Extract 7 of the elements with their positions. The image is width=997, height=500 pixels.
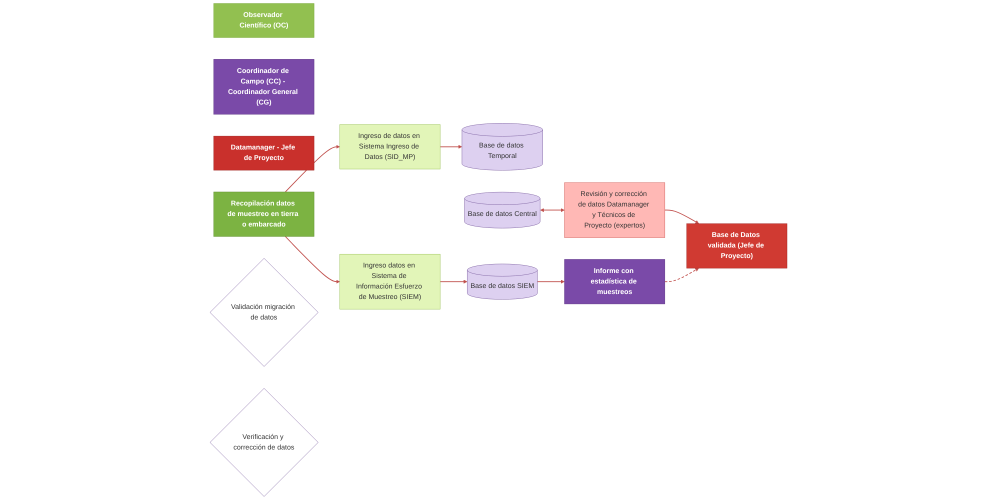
arrow (536, 280, 565, 284)
arrow (440, 280, 468, 284)
arrow (284, 236, 340, 284)
arrow (440, 144, 462, 149)
arrow (540, 208, 565, 212)
arrow (664, 268, 700, 282)
arrow (664, 210, 700, 224)
